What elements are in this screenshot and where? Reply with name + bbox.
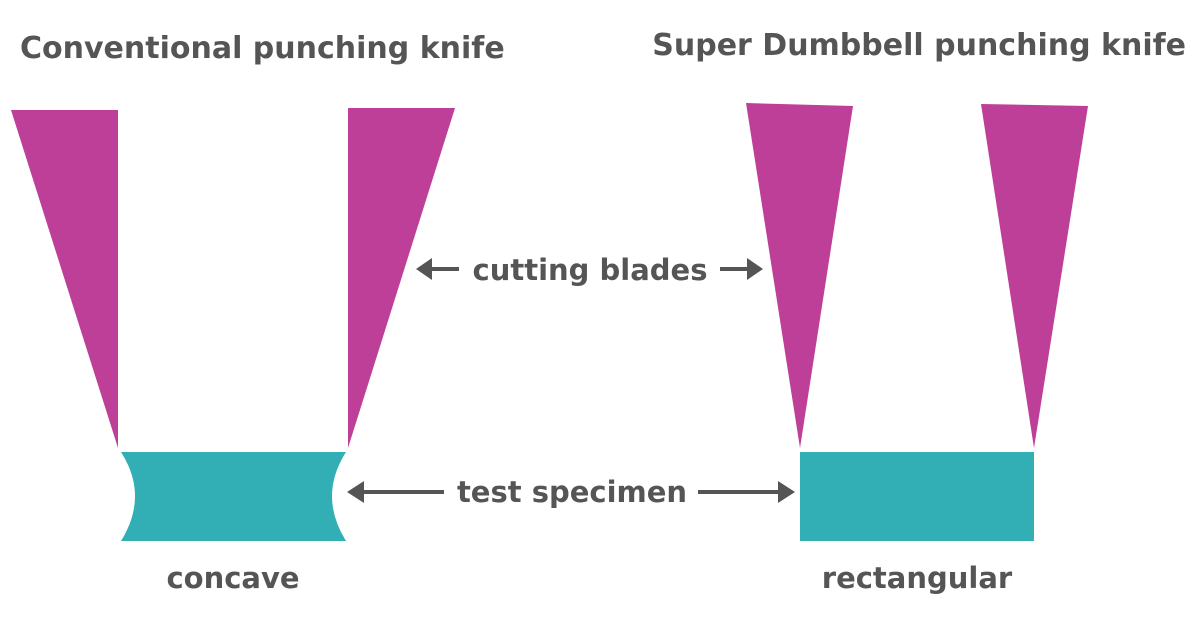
cutting-blades-annotation: cutting blades [416, 253, 763, 287]
super-dumbbell-left-blade [746, 103, 853, 448]
rectangular-label: rectangular [822, 561, 1013, 595]
super-dumbbell-right-blade [981, 104, 1088, 448]
concave-label: concave [166, 561, 299, 595]
arrow-left-icon [347, 481, 444, 503]
rectangular-specimen [800, 452, 1034, 541]
test-specimen-label: test specimen [457, 475, 687, 509]
conventional-right-blade [348, 108, 455, 448]
heading-super-dumbbell-knife: Super Dumbbell punching knife [652, 28, 1186, 63]
cutting-blades-label: cutting blades [473, 253, 708, 287]
arrow-right-icon [698, 481, 795, 503]
arrow-right-icon [720, 258, 763, 280]
heading-conventional-knife: Conventional punching knife [20, 31, 505, 66]
arrow-left-icon [416, 258, 459, 280]
conventional-left-blade [11, 110, 118, 448]
test-specimen-annotation: test specimen [347, 475, 795, 509]
concave-specimen [121, 452, 346, 541]
